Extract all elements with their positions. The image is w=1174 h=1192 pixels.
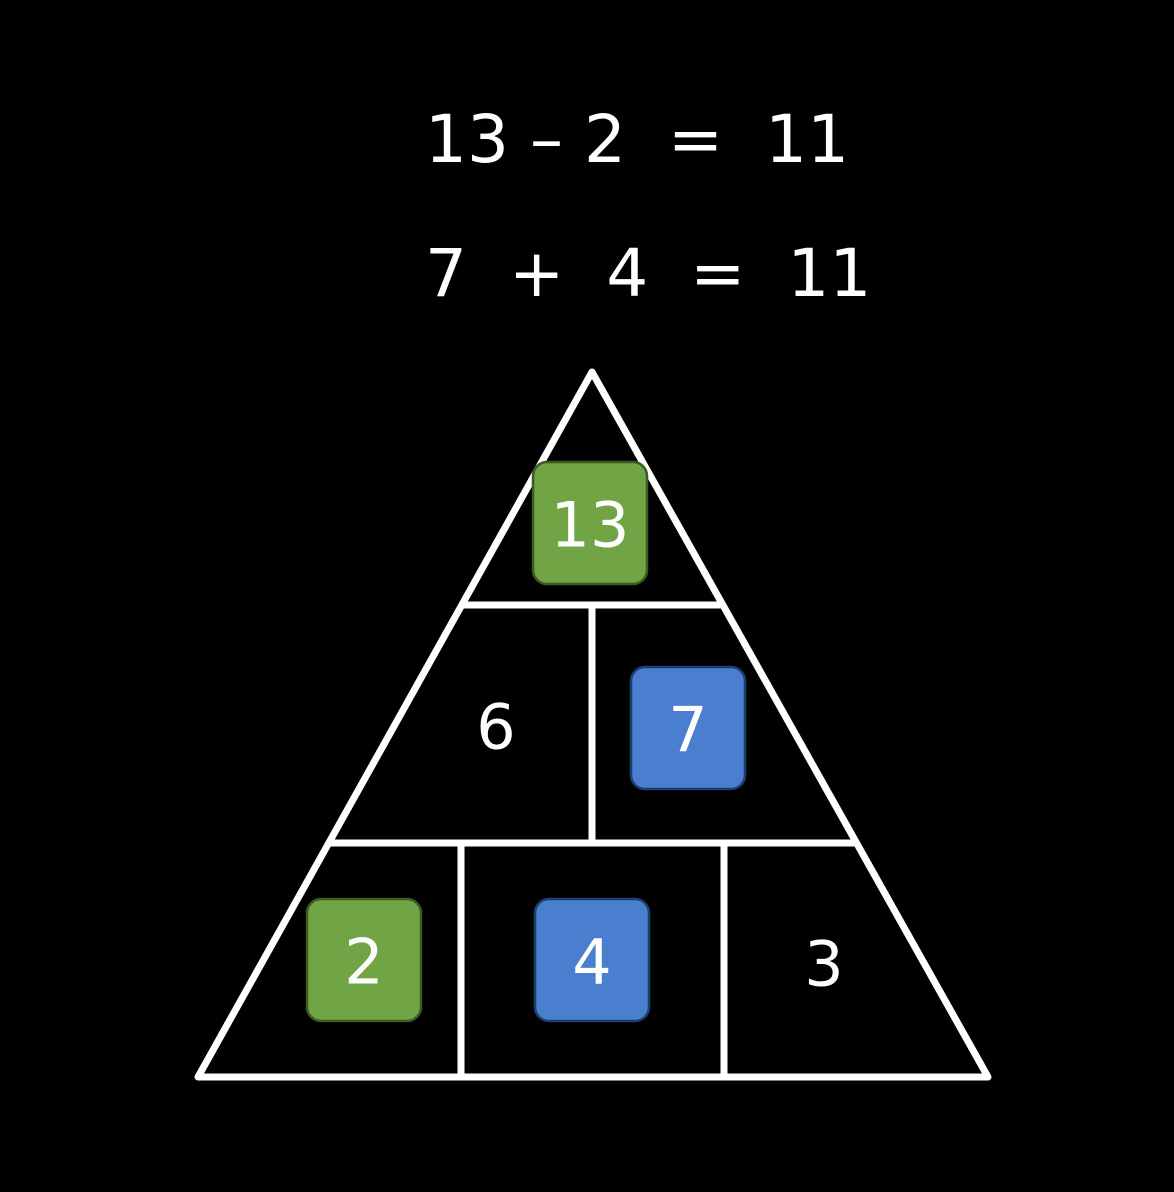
pyramid-outline (194, 368, 992, 1081)
blue-highlight-box (629, 665, 747, 791)
blue-highlight-box (533, 897, 651, 1023)
cell-value: 7 (668, 694, 707, 767)
cell-value: 3 (804, 928, 843, 1001)
cell-value: 4 (572, 926, 611, 999)
pyramid-triangle (194, 368, 992, 1081)
cell-value: 2 (344, 926, 383, 999)
cell-value: 13 (551, 489, 630, 562)
pyramid-cell-r2-c2: 7 (629, 665, 747, 791)
pyramid-cell-r3-c1: 2 (305, 897, 423, 1023)
green-highlight-box (531, 460, 649, 586)
equation-1: 13 – 2 = 11 (425, 101, 850, 178)
pyramid-cell-r2-c1: 6 (476, 691, 515, 764)
pyramid-cell-r1-c1: 13 (531, 460, 649, 586)
cell-value: 6 (476, 691, 515, 764)
green-highlight-box (305, 897, 423, 1023)
pyramid-cell-r3-c3: 3 (804, 928, 843, 1001)
pyramid-cells: 13 6 7 2 4 3 (305, 460, 844, 1023)
pyramid-cell-r3-c2: 4 (533, 897, 651, 1023)
